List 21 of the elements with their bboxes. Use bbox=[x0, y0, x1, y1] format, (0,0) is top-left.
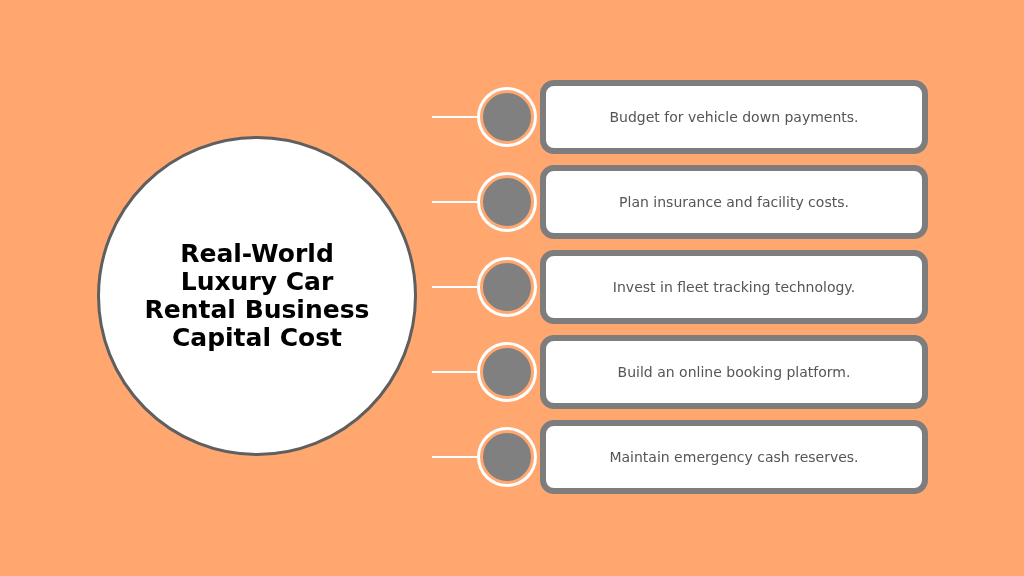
step-text: Invest in fleet tracking technology. bbox=[612, 279, 856, 295]
step-text: Plan insurance and facility costs. bbox=[619, 194, 849, 210]
step-card bbox=[540, 420, 928, 494]
step-text: Build an online booking platform. bbox=[617, 364, 851, 380]
circle-marker bbox=[480, 260, 534, 314]
circle-marker bbox=[480, 90, 534, 144]
connector-line bbox=[431, 371, 478, 373]
step-card bbox=[540, 80, 928, 154]
connector-line bbox=[431, 286, 478, 288]
circle-marker bbox=[480, 345, 534, 399]
step-card bbox=[540, 165, 928, 239]
circle-marker bbox=[480, 175, 534, 229]
connector-line bbox=[431, 456, 478, 458]
step-card bbox=[540, 335, 928, 409]
connector-line bbox=[431, 116, 478, 118]
title-text: Real-World Luxury Car Rental Business Capital Cost bbox=[143, 239, 371, 353]
step-text: Budget for vehicle down payments. bbox=[609, 109, 859, 125]
connector-line bbox=[431, 201, 478, 203]
step-text: Maintain emergency cash reserves. bbox=[609, 449, 859, 465]
circle-marker bbox=[480, 430, 534, 484]
step-card bbox=[540, 250, 928, 324]
